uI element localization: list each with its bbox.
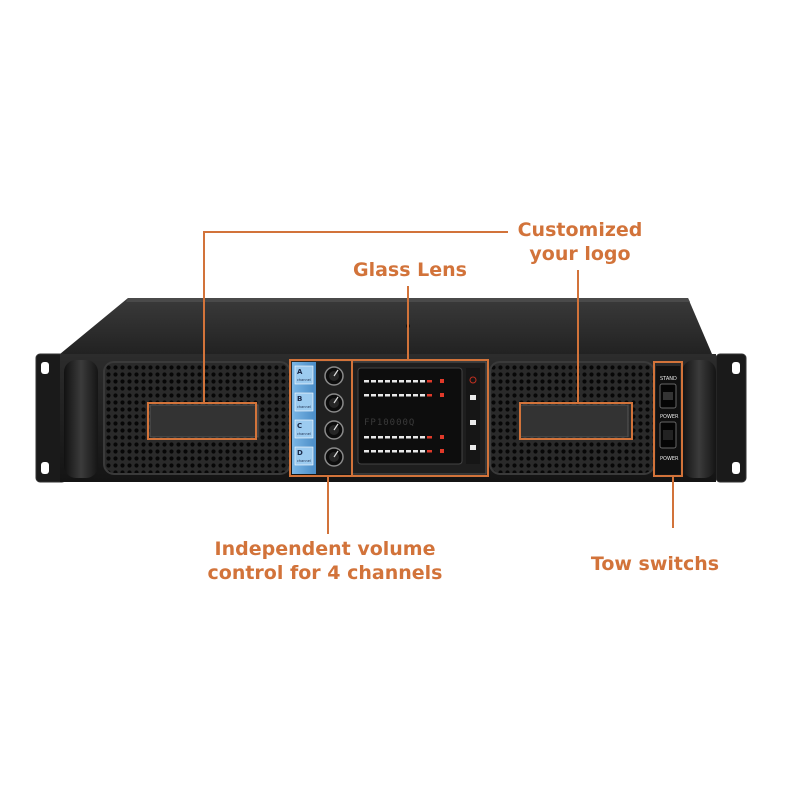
glass-lens xyxy=(357,367,463,465)
glass-lens-highlight xyxy=(351,359,489,477)
handle-right xyxy=(682,360,716,478)
svg-text:STAND: STAND xyxy=(660,376,677,382)
custom-logo-callout: Customized your logo xyxy=(500,218,660,266)
volume-knobs[interactable] xyxy=(324,366,344,467)
channel-letter-c: C xyxy=(297,422,302,430)
rack-ear-right xyxy=(715,353,747,483)
custom-logo-line1: Customized xyxy=(517,219,643,241)
led-meter-d xyxy=(364,449,444,453)
led-meter-b xyxy=(364,393,444,397)
logo-highlight-left xyxy=(147,402,257,440)
channel-badge-d xyxy=(294,446,314,466)
logo-leader-left xyxy=(203,231,508,403)
channel-badge-c xyxy=(294,419,314,439)
handle-left xyxy=(64,360,98,478)
model-label: FP10000Q xyxy=(364,418,415,428)
led-meter-c xyxy=(364,435,444,439)
volume-knob-a[interactable] xyxy=(324,366,344,386)
led-meters xyxy=(364,379,444,453)
channel-letter-d: D xyxy=(297,449,303,457)
led-meter-a xyxy=(364,379,444,383)
svg-text:POWER: POWER xyxy=(660,414,679,420)
svg-text:POWER: POWER xyxy=(660,456,679,462)
chassis-top xyxy=(60,298,712,354)
channel-word-a: channel xyxy=(297,378,311,382)
channel-letter-b: B xyxy=(297,395,302,403)
switches-callout: Tow switchs xyxy=(590,553,720,575)
channel-badge-a xyxy=(294,365,314,385)
switch-highlight xyxy=(653,361,683,477)
custom-logo-line2: your logo xyxy=(529,243,631,265)
logo-highlight-right xyxy=(519,402,633,440)
channel-word-d: channel xyxy=(297,459,311,463)
volume-knob-d[interactable] xyxy=(324,447,344,467)
volume-line1: Independent volume xyxy=(214,538,436,560)
channel-badge-b xyxy=(294,392,314,412)
glass-lens-callout: Glass Lens xyxy=(353,259,467,281)
volume-knob-b[interactable] xyxy=(324,393,344,413)
volume-knob-c[interactable] xyxy=(324,420,344,440)
channel-word-c: channel xyxy=(297,432,311,436)
volume-callout: Independent volume control for 4 channel… xyxy=(180,537,470,585)
channel-word-b: channel xyxy=(297,405,311,409)
channel-letter-a: A xyxy=(297,368,303,376)
volume-line2: control for 4 channels xyxy=(207,562,443,584)
